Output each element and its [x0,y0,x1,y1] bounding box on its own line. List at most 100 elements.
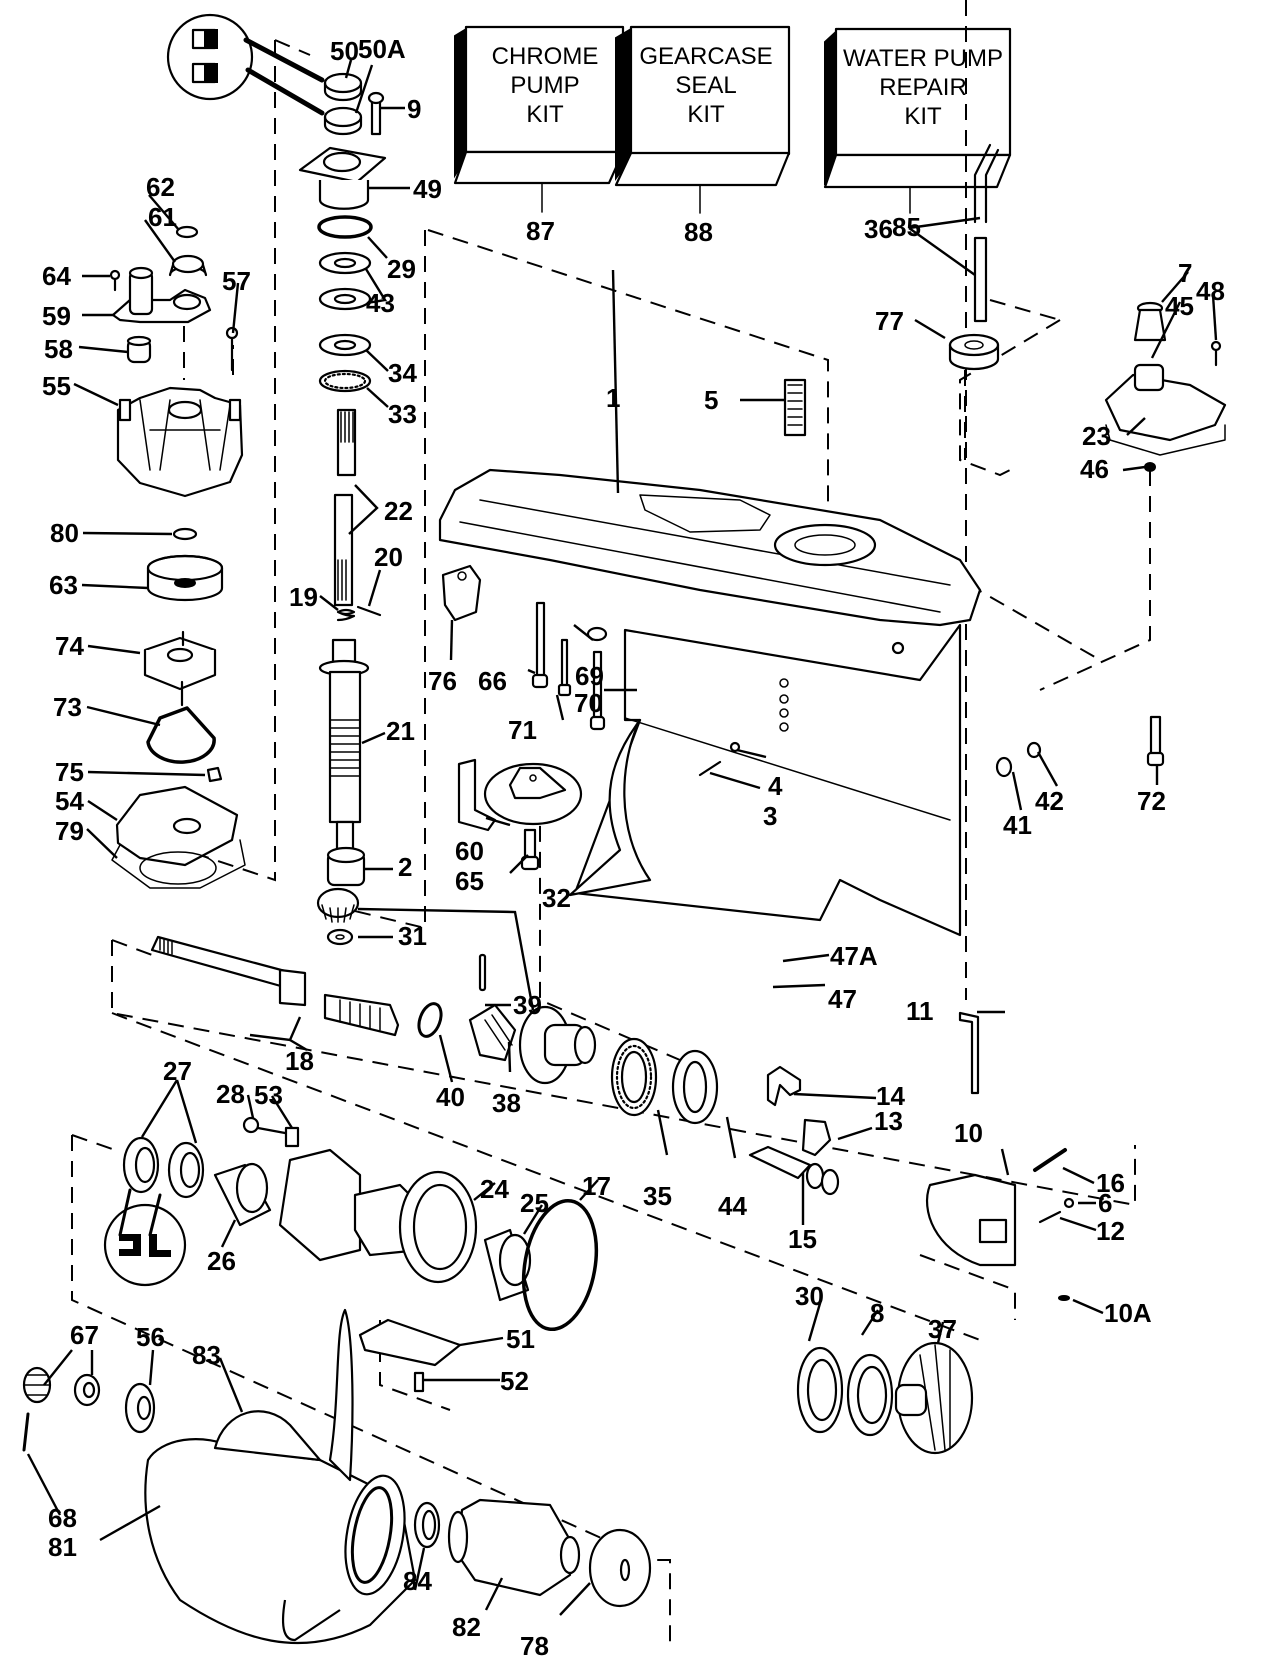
callout-47: 47 [828,984,857,1014]
bolts-66-71-70-69 [531,601,608,731]
callout-8: 8 [870,1298,884,1328]
callout-7: 7 [1178,258,1192,288]
bearing-housing-group [103,1116,974,1455]
callout-42: 42 [1035,786,1064,816]
callout-49: 49 [413,174,442,204]
callout-34: 34 [388,358,417,388]
callout-2: 2 [398,852,412,882]
callout-76: 76 [428,666,457,696]
callout-26: 26 [207,1246,236,1276]
callout-3: 3 [763,801,777,831]
callout-39: 39 [513,990,542,1020]
callout-32: 32 [542,883,571,913]
callout-labels: 50 50A 9 49 29 43 34 33 22 20 19 21 2 32… [42,34,1225,1661]
callout-80: 80 [50,518,79,548]
callout-78: 78 [520,1631,549,1661]
kit-box-water-pump-repair: WATER PUMP REPAIR KIT [823,27,1012,214]
callout-61: 61 [148,202,177,232]
callout-29: 29 [387,254,416,284]
callout-12: 12 [1096,1216,1125,1246]
callout-9: 9 [407,94,421,124]
kit-label-line: REPAIR [879,74,967,101]
callout-11: 11 [906,996,934,1026]
callout-10: 10 [954,1118,983,1148]
callout-64: 64 [42,261,71,291]
driveshaft-column-parts [298,72,387,946]
callout-43: 43 [366,288,395,318]
callout-5: 5 [704,385,718,415]
callout-15: 15 [788,1224,817,1254]
callout-63: 63 [49,570,78,600]
callout-41: 41 [1003,810,1032,840]
callout-10A: 10A [1104,1298,1152,1328]
callout-50: 50 [330,36,359,66]
propshaft-group [150,935,1075,1301]
callout-16: 16 [1096,1168,1125,1198]
callout-83: 83 [192,1340,221,1370]
water-pump-parts [109,225,246,889]
seal-detail-inset [166,13,325,116]
callout-38: 38 [492,1088,521,1118]
water-tube-and-pump-base [783,143,1227,472]
callout-28: 28 [216,1079,245,1109]
callout-4: 4 [768,771,783,801]
callout-51: 51 [506,1324,535,1354]
callout-48: 48 [1196,276,1225,306]
kit-label-line: GEARCASE [639,43,772,70]
callout-14: 14 [876,1081,905,1111]
kit-box-chrome-pump: CHROME PUMP KIT [453,25,625,213]
callout-65: 65 [455,866,484,896]
callout-57: 57 [222,266,251,296]
callout-22: 22 [384,496,413,526]
callout-50A: 50A [358,34,406,64]
kit-label-line: WATER PUMP [843,45,1003,72]
callout-23: 23 [1082,421,1111,451]
callout-84: 84 [403,1566,432,1596]
callout-17: 17 [582,1171,611,1201]
callout-36: 36 [864,214,893,244]
callout-1: 1 [606,383,620,413]
callout-66: 66 [478,666,507,696]
callout-67: 67 [70,1320,99,1350]
callout-18: 18 [285,1046,314,1076]
callout-31: 31 [398,921,427,951]
callout-56: 56 [136,1322,165,1352]
callout-62: 62 [146,172,175,202]
callout-33: 33 [388,399,417,429]
callout-60: 60 [455,836,484,866]
callout-24: 24 [480,1174,509,1204]
callout-45: 45 [1165,291,1194,321]
callout-55: 55 [42,371,71,401]
callout-25: 25 [520,1188,549,1218]
callout-71: 71 [508,715,537,745]
callout-74: 74 [55,631,84,661]
kit-label-line: PUMP [510,72,579,99]
callout-85: 85 [892,212,921,242]
callout-21: 21 [386,716,415,746]
callout-87: 87 [526,216,555,246]
callout-35: 35 [643,1181,672,1211]
kit-label-line: SEAL [675,72,736,99]
callout-88: 88 [684,217,713,247]
callout-68: 68 [48,1503,77,1533]
kit-box-gearcase-seal: GEARCASE SEAL KIT [614,25,791,214]
callout-70: 70 [574,688,603,718]
callout-81: 81 [48,1532,77,1562]
small-hardware-right [698,715,1165,778]
callout-75: 75 [55,757,84,787]
callout-27: 27 [163,1056,192,1086]
callout-44: 44 [718,1191,747,1221]
callout-6: 6 [1098,1188,1112,1218]
callout-37: 37 [928,1314,957,1344]
callout-46: 46 [1080,454,1109,484]
callout-52: 52 [500,1366,529,1396]
callout-69: 69 [575,661,604,691]
callout-59: 59 [42,301,71,331]
callout-30: 30 [795,1281,824,1311]
callout-47A: 47A [830,941,878,971]
callout-79: 79 [55,816,84,846]
callout-82: 82 [452,1612,481,1642]
callout-72: 72 [1137,786,1166,816]
kit-label-line: KIT [526,101,564,128]
